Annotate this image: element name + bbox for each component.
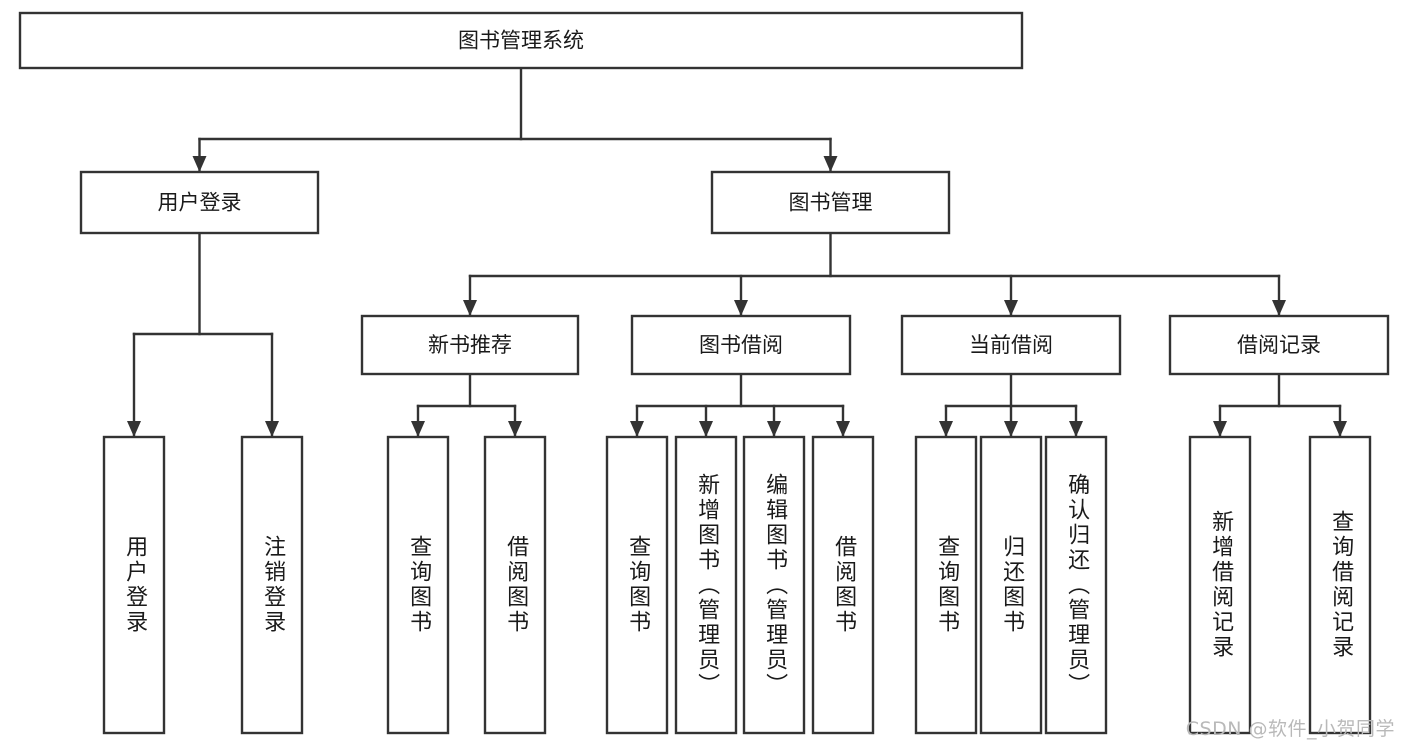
node-box-new-book-recommend[interactable] [360,314,580,376]
edge-arrowhead-user-login-to-leaf-logout [265,421,279,437]
edge-arrowhead-current-borrow-to-leaf-confirm-return [1069,421,1083,437]
watermark: CSDN @软件_小贺同学 [1185,718,1395,740]
node-box-leaf-borrow-book-2[interactable] [811,435,875,735]
node-label-book-borrow: 图书借阅 [699,333,783,357]
node-label-current-borrow: 当前借阅 [969,333,1053,357]
node-box-leaf-return-book[interactable] [979,435,1043,735]
node-box-leaf-query-book-3[interactable] [914,435,978,735]
node-box-leaf-query-record[interactable] [1308,435,1372,735]
edge-arrowhead-book-borrow-to-leaf-add-book [699,421,713,437]
node-box-leaf-user-login[interactable] [102,435,166,735]
node-box-root[interactable] [18,11,1024,70]
node-box-leaf-add-book[interactable] [674,435,738,735]
node-box-user-login[interactable] [79,170,320,235]
edge-arrowhead-new-book-recommend-to-leaf-query-book-1 [411,421,425,437]
edge-arrowhead-user-login-to-leaf-user-login [127,421,141,437]
edge-arrowhead-book-manage-to-borrow-record [1272,300,1286,316]
node-box-leaf-add-record[interactable] [1188,435,1252,735]
node-label-book-manage: 图书管理 [789,191,873,215]
node-box-leaf-query-book-1[interactable] [386,435,450,735]
edge-arrowhead-root-to-user-login [192,156,207,172]
node-label-borrow-record: 借阅记录 [1237,333,1321,357]
node-box-leaf-borrow-book-1[interactable] [483,435,547,735]
boxes-layer [18,11,1390,735]
edge-arrowhead-book-borrow-to-leaf-edit-book [767,421,781,437]
edge-arrowhead-book-borrow-to-leaf-query-book-2 [630,421,644,437]
edge-arrowhead-borrow-record-to-leaf-query-record [1333,421,1347,437]
edge-arrowhead-borrow-record-to-leaf-add-record [1213,421,1227,437]
edge-arrowhead-book-manage-to-new-book-recommend [463,300,477,316]
node-box-leaf-query-book-2[interactable] [605,435,669,735]
node-box-book-borrow[interactable] [630,314,852,376]
edge-arrowhead-book-manage-to-book-borrow [734,300,748,316]
node-box-borrow-record[interactable] [1168,314,1390,376]
edge-arrowhead-book-borrow-to-leaf-borrow-book-2 [836,421,850,437]
edge-arrowhead-root-to-book-manage [823,156,838,172]
node-box-leaf-confirm-return[interactable] [1044,435,1108,735]
node-box-leaf-logout[interactable] [240,435,304,735]
node-label-user-login: 用户登录 [158,191,242,215]
edge-arrowhead-book-manage-to-current-borrow [1004,300,1018,316]
node-label-new-book-recommend: 新书推荐 [428,333,512,357]
node-label-root: 图书管理系统 [458,29,584,53]
edges-layer [127,66,1347,439]
node-box-leaf-edit-book[interactable] [742,435,806,735]
node-box-book-manage[interactable] [710,170,951,235]
edge-arrowhead-current-borrow-to-leaf-return-book [1004,421,1018,437]
node-box-current-borrow[interactable] [900,314,1122,376]
edge-arrowhead-current-borrow-to-leaf-query-book-3 [939,421,953,437]
edge-arrowhead-new-book-recommend-to-leaf-borrow-book-1 [508,421,522,437]
